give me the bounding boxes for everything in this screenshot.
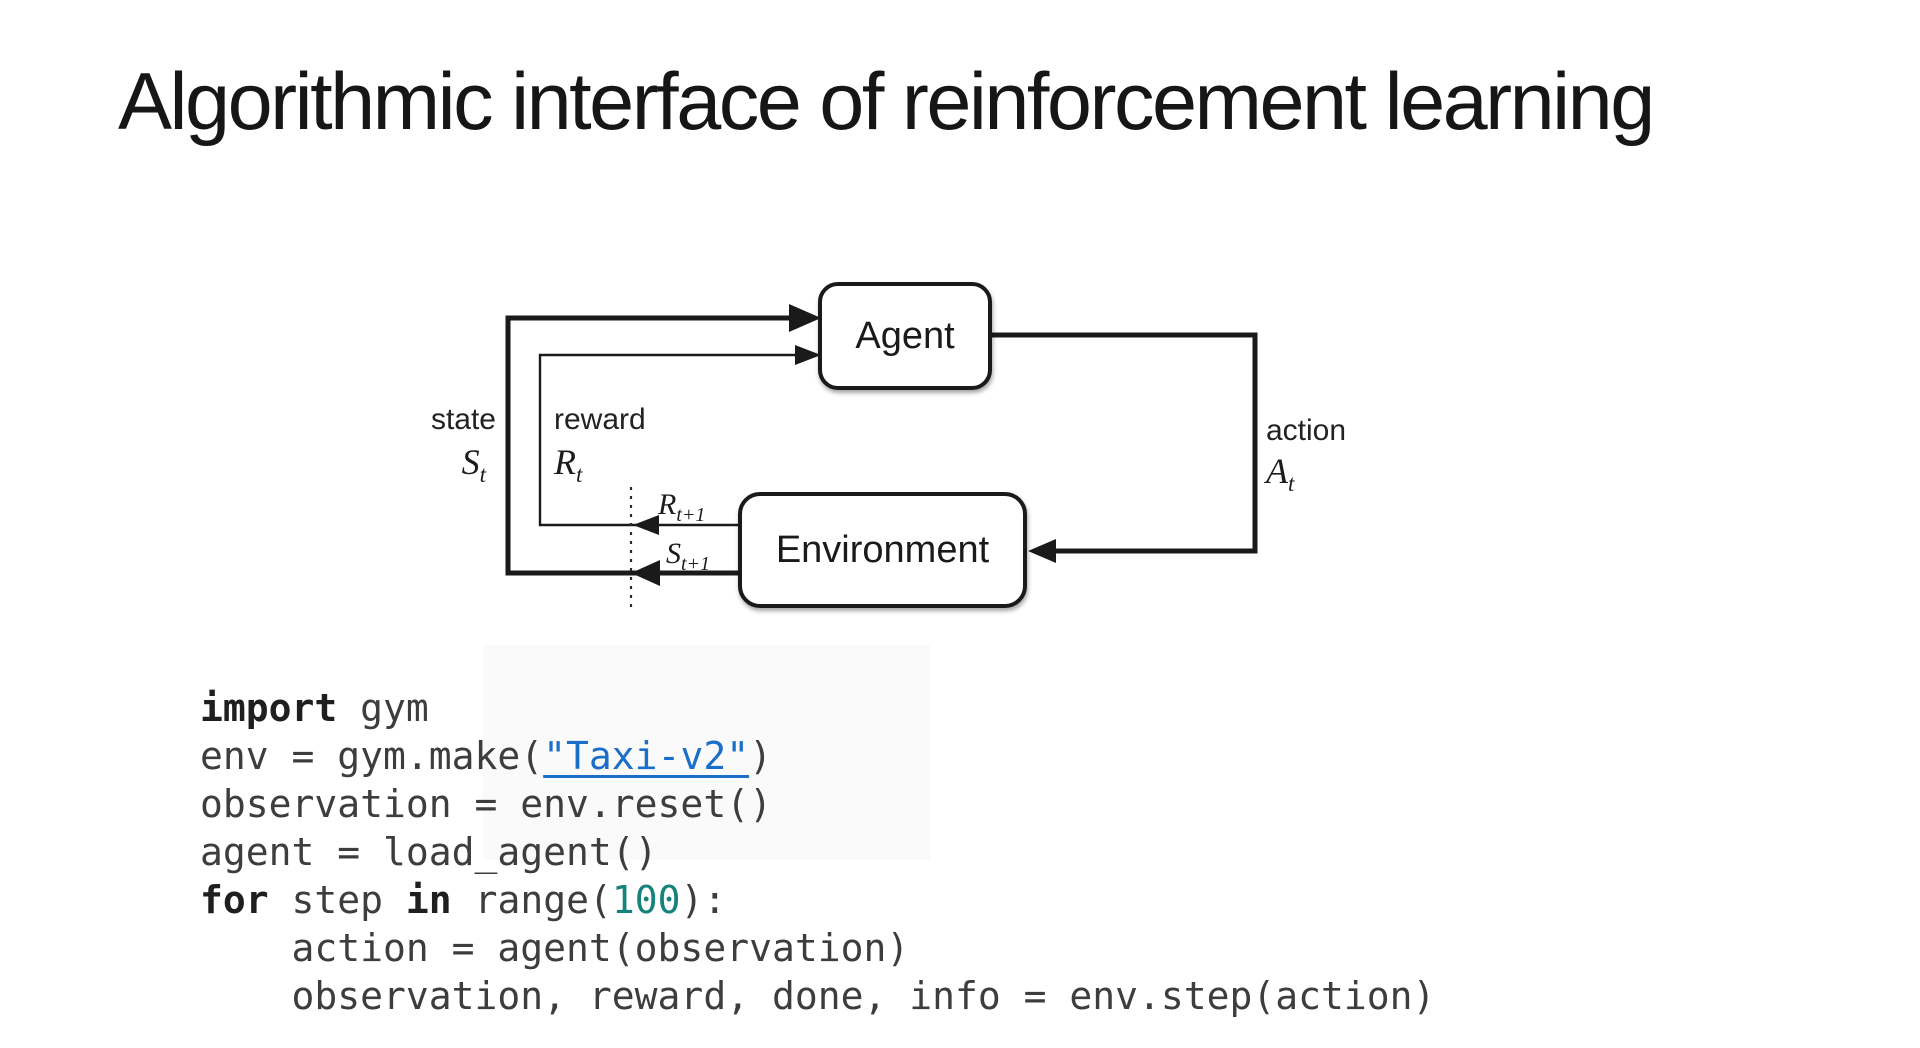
reward-symbol: Rt bbox=[554, 441, 582, 486]
code-line: action = agent(observation) bbox=[200, 924, 1435, 972]
action-symbol-base: A bbox=[1266, 451, 1288, 491]
state-label: state bbox=[430, 403, 496, 436]
code-segment: in bbox=[405, 878, 452, 922]
code-background-band bbox=[483, 645, 930, 860]
code-segment: observation, reward, done, info = env.st… bbox=[200, 974, 1436, 1018]
code-line: env = gym.make("Taxi-v2") bbox=[200, 732, 1435, 780]
environment-label: Environment bbox=[775, 528, 990, 571]
reward-next-symbol: Rt+1 bbox=[658, 488, 705, 525]
code-segment: agent = load_agent() bbox=[200, 830, 658, 874]
state-next-arrowhead bbox=[631, 560, 660, 586]
code-segment: env = gym.make( bbox=[200, 734, 544, 778]
code-segment: ) bbox=[749, 734, 772, 778]
code-line: observation, reward, done, info = env.st… bbox=[200, 972, 1436, 1020]
action-loop-line bbox=[990, 332, 1258, 554]
reward-label: reward bbox=[554, 403, 646, 436]
code-segment: range( bbox=[451, 878, 612, 922]
state-arrowhead bbox=[789, 304, 821, 332]
state-next-symbol: St+1 bbox=[666, 537, 710, 574]
code-line: import gym bbox=[200, 684, 1435, 732]
code-segment: for bbox=[200, 878, 269, 922]
code-segment: import bbox=[200, 686, 338, 730]
taxi-v2-link[interactable]: "Taxi-v2" bbox=[543, 734, 750, 778]
action-arrowhead bbox=[1028, 539, 1056, 563]
reward-symbol-base: R bbox=[554, 442, 576, 482]
reward-arrowhead bbox=[795, 345, 821, 365]
action-symbol: At bbox=[1266, 450, 1294, 495]
state-symbol-base: S bbox=[461, 442, 480, 482]
agent-box bbox=[818, 282, 992, 390]
code-segment: ): bbox=[680, 878, 727, 922]
reward-next-symbol-base: R bbox=[658, 488, 677, 521]
code-segment: step bbox=[268, 878, 406, 922]
action-symbol-sub: t bbox=[1288, 471, 1295, 497]
reward-next-symbol-sub: t+1 bbox=[676, 504, 706, 526]
reward-symbol-sub: t bbox=[576, 462, 583, 488]
state-symbol: St bbox=[330, 441, 486, 486]
action-label: action bbox=[1266, 414, 1347, 447]
code-segment: observation = env.reset() bbox=[200, 782, 772, 826]
code-segment: gym bbox=[337, 686, 429, 730]
code-line: observation = env.reset() bbox=[200, 780, 1435, 828]
code-segment: action = agent(observation) bbox=[200, 926, 910, 970]
state-symbol-sub: t bbox=[479, 462, 486, 488]
state-next-symbol-base: S bbox=[666, 537, 681, 570]
state-next-symbol-sub: t+1 bbox=[681, 553, 711, 575]
environment-box bbox=[738, 492, 1027, 608]
agent-label: Agent bbox=[855, 314, 955, 357]
code-line: agent = load_agent() bbox=[200, 828, 1435, 876]
state-loop-line bbox=[505, 315, 800, 576]
code-line: for step in range(100): bbox=[200, 876, 1435, 924]
reward-next-arrowhead bbox=[633, 515, 659, 535]
page-title: Algorithmic interface of reinforcement l… bbox=[118, 57, 1655, 147]
code-segment: 100 bbox=[611, 878, 681, 922]
